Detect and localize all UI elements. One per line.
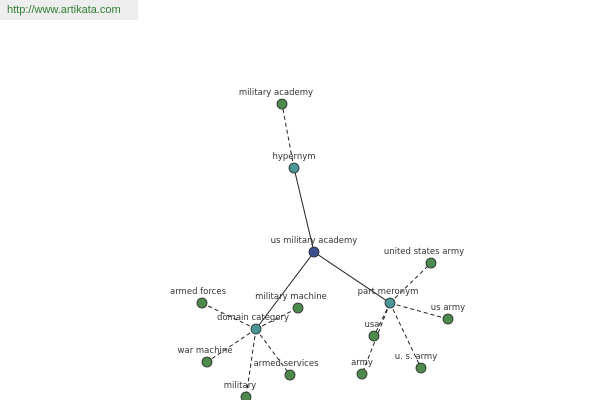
node-military-academy[interactable]: military academy [239,88,313,110]
node-label-armed-services[interactable]: armed services [253,359,319,369]
node-label-center[interactable]: us military academy [271,236,358,246]
node-label-military[interactable]: military [224,381,256,391]
node-armed-services[interactable]: armed services [253,359,319,381]
edges-layer [201,103,449,398]
site-url-watermark[interactable]: http://www.artikata.com [0,0,138,20]
node-u-s-army[interactable]: u. s. army [395,352,438,374]
node-dot-army[interactable] [356,368,368,380]
node-dot-united-states-army[interactable] [425,257,437,269]
node-military[interactable]: military [224,381,256,400]
node-dot-domain-category[interactable] [250,323,262,335]
edge-center-to-hypernym [293,167,315,253]
node-dot-war-machine[interactable] [201,356,213,368]
node-center[interactable]: us military academy [271,236,358,258]
edge-domain-category-to-war-machine [206,328,257,363]
node-dot-military-machine[interactable] [292,302,304,314]
node-dot-armed-services[interactable] [284,369,296,381]
edge-center-to-domain-category [255,251,315,330]
edge-part-meronym-to-us-army [389,302,449,320]
edge-part-meronym-to-usa [373,302,391,337]
node-usa[interactable]: usa [364,320,380,342]
node-army[interactable]: army [351,358,373,380]
node-united-states-army[interactable]: united states army [384,247,464,269]
node-dot-armed-forces[interactable] [196,297,208,309]
node-domain-category[interactable]: domain category [217,313,289,335]
edge-domain-category-to-armed-services [255,328,291,376]
node-label-domain-category[interactable]: domain category [217,313,289,323]
edge-part-meronym-to-u-s-army [389,302,422,369]
node-label-military-academy[interactable]: military academy [239,88,313,98]
node-dot-military[interactable] [240,391,252,400]
node-dot-us-army[interactable] [442,313,454,325]
node-label-us-army[interactable]: us army [431,303,465,313]
node-dot-usa[interactable] [368,330,380,342]
node-label-u-s-army[interactable]: u. s. army [395,352,438,362]
node-dot-u-s-army[interactable] [415,362,427,374]
node-label-united-states-army[interactable]: united states army [384,247,464,257]
edge-hypernym-to-military-academy [281,103,295,169]
node-label-military-machine[interactable]: military machine [255,292,327,302]
node-label-usa[interactable]: usa [364,320,379,330]
edge-domain-category-to-armed-forces [201,302,257,330]
edge-domain-category-to-military-machine [255,307,299,330]
node-label-war-machine[interactable]: war machine [178,346,233,356]
node-dot-hypernym[interactable] [288,162,300,174]
edge-center-to-part-meronym [313,251,391,304]
nodes-layer: us military academy hypernym part meronym d… [170,88,465,400]
node-label-hypernym[interactable]: hypernym [272,152,315,162]
node-part-meronym[interactable]: part meronym [358,287,419,309]
node-armed-forces[interactable]: armed forces [170,287,227,309]
node-hypernym[interactable]: hypernym [272,152,316,174]
node-us-army[interactable]: us army [431,303,465,325]
node-military-machine[interactable]: military machine [255,292,327,314]
node-war-machine[interactable]: war machine [178,346,233,368]
node-dot-center[interactable] [308,246,320,258]
node-dot-military-academy[interactable] [276,98,288,110]
edge-domain-category-to-military [245,328,257,398]
node-label-army[interactable]: army [351,358,373,368]
edge-part-meronym-to-united-states-army [389,262,432,304]
node-dot-part-meronym[interactable] [384,297,396,309]
node-label-armed-forces[interactable]: armed forces [170,287,227,297]
node-label-part-meronym[interactable]: part meronym [358,287,419,297]
